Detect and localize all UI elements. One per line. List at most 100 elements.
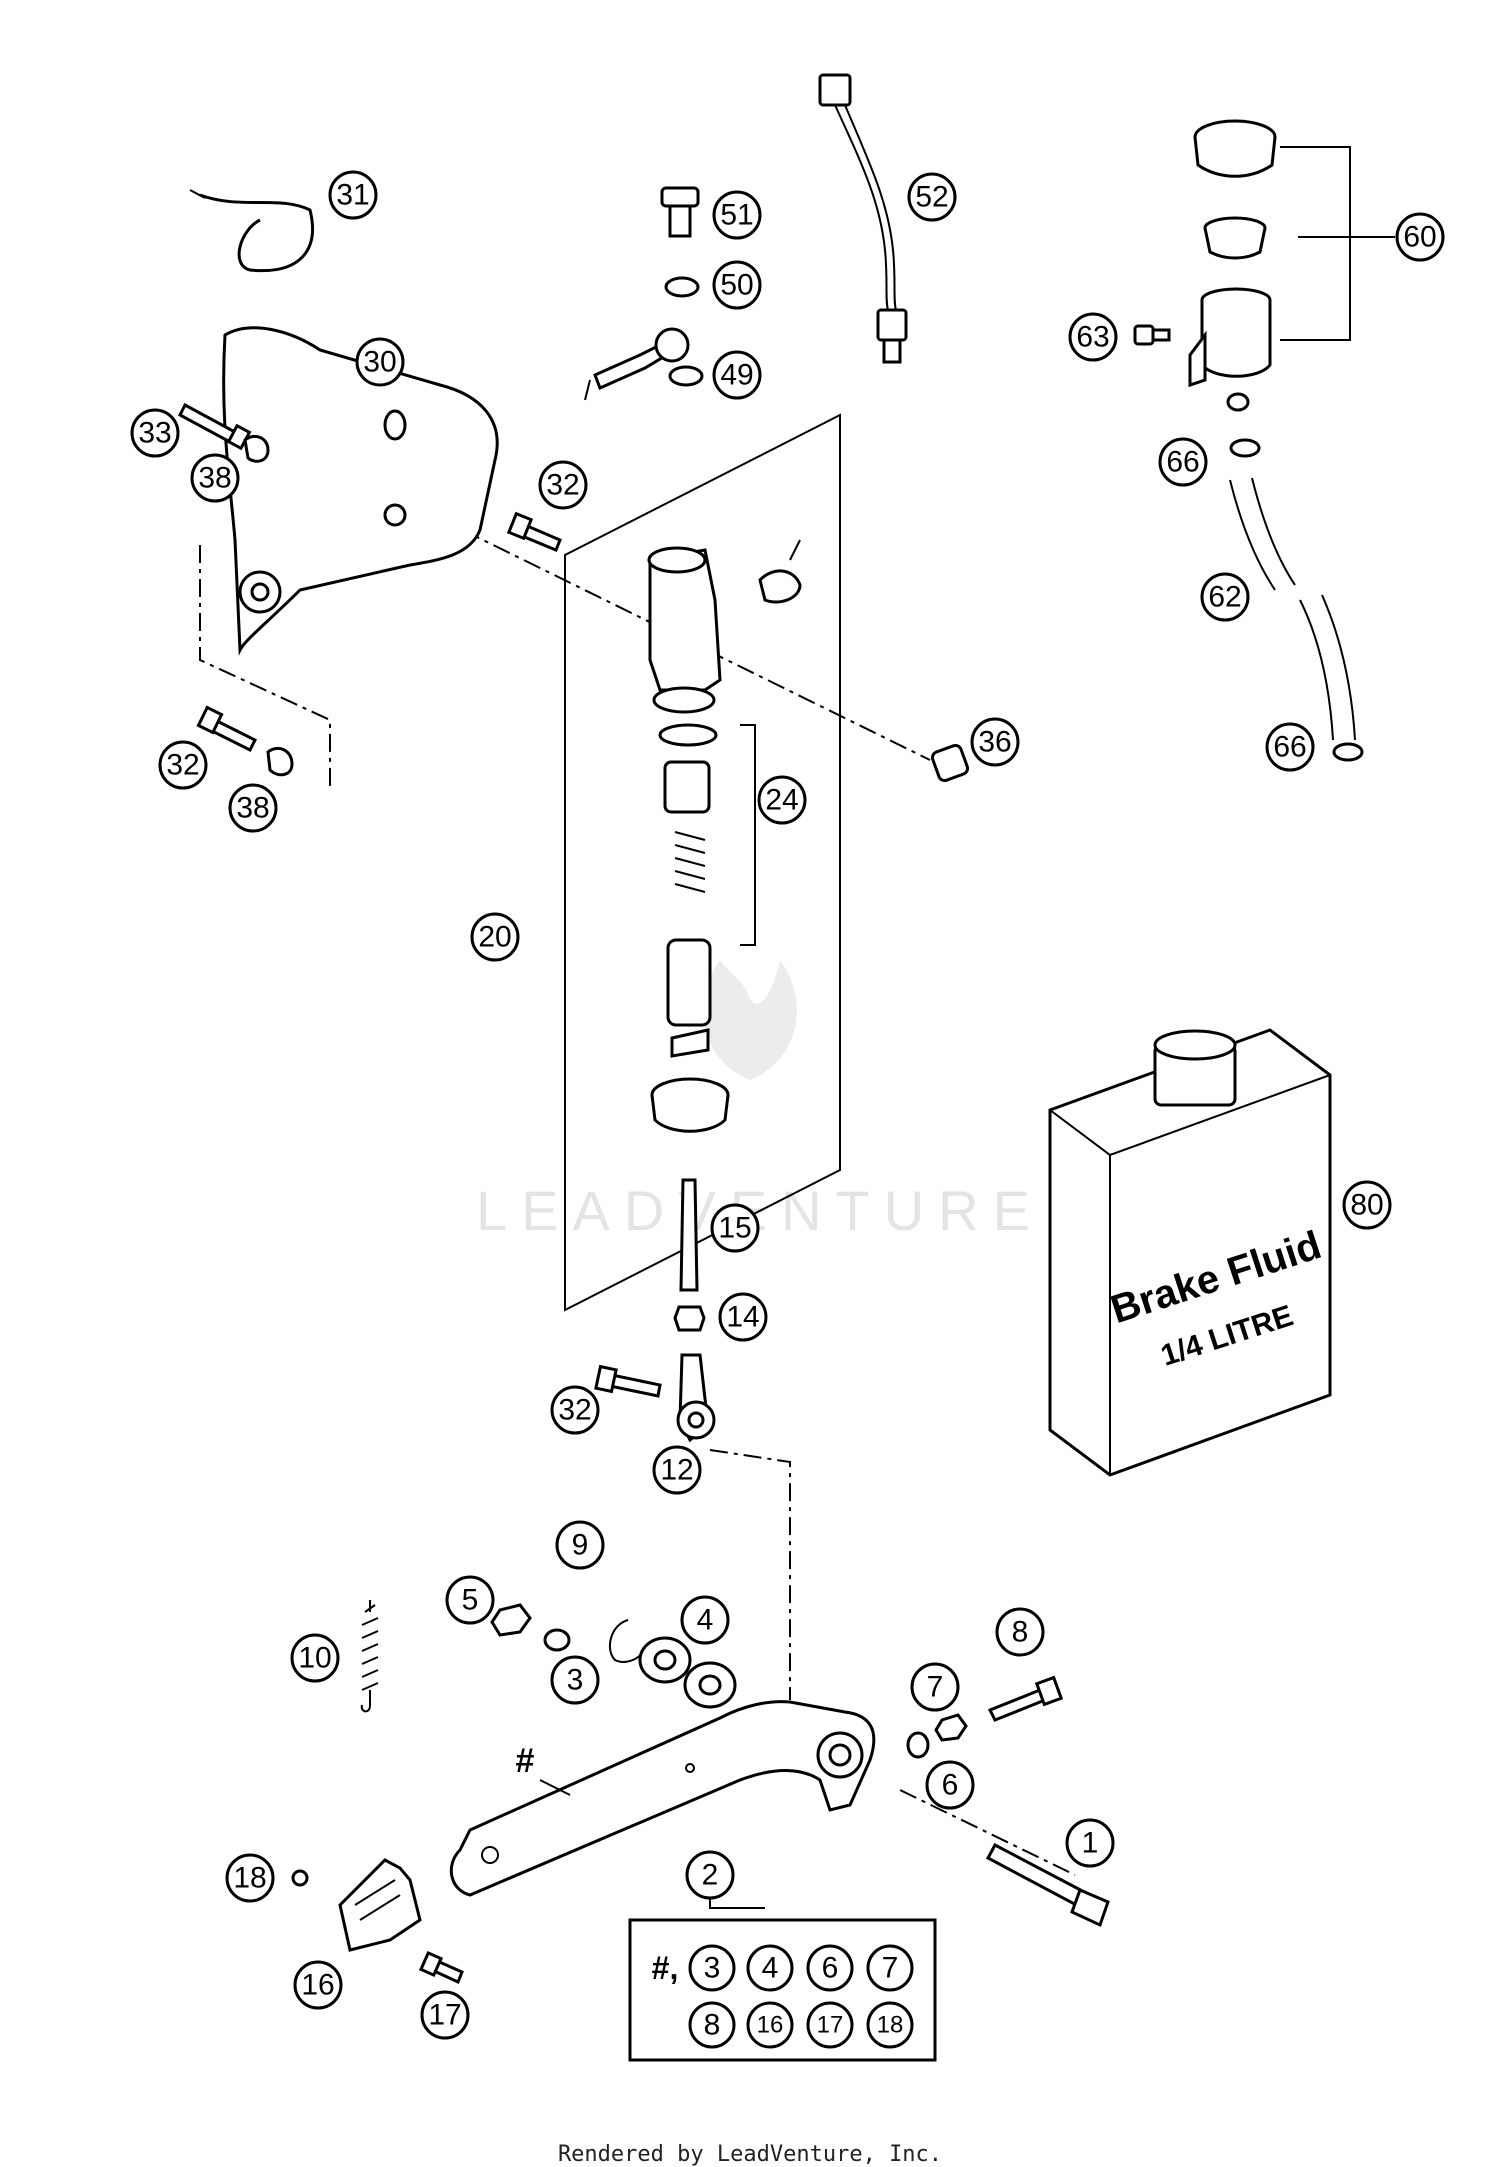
svg-text:20: 20 <box>478 921 511 954</box>
brake-line-fitting-part <box>584 327 690 401</box>
callout-31: 31 <box>328 170 378 220</box>
svg-text:17: 17 <box>428 1999 461 2032</box>
kit-item-3: 3 <box>688 1944 736 1992</box>
svg-text:52: 52 <box>915 181 948 214</box>
screw-63-part <box>1133 324 1171 346</box>
svg-text:24: 24 <box>765 784 798 817</box>
svg-text:31: 31 <box>336 179 369 212</box>
svg-text:3: 3 <box>567 1664 584 1697</box>
callout-62: 62 <box>1200 572 1250 622</box>
lever-marker: # <box>516 1742 535 1780</box>
svg-text:51: 51 <box>720 199 753 232</box>
kit-item-4: 4 <box>746 1944 794 1992</box>
bearing-4b-part <box>683 1661 737 1709</box>
callout-36: 36 <box>970 717 1020 767</box>
svg-text:18: 18 <box>233 1862 266 1895</box>
brake-lever-part: # <box>449 1700 876 1897</box>
callout-33: 33 <box>130 408 180 458</box>
reservoir-body-part <box>1188 287 1272 412</box>
callout-63: 63 <box>1068 312 1118 362</box>
callout-1: 1 <box>1065 1818 1115 1868</box>
svg-text:8: 8 <box>704 2009 721 2042</box>
svg-text:66: 66 <box>1273 731 1306 764</box>
cylinder-internals-part <box>650 723 730 1133</box>
svg-text:66: 66 <box>1166 446 1199 479</box>
kit-item-17: 17 <box>806 2001 854 2049</box>
svg-text:60: 60 <box>1403 221 1436 254</box>
nut-5-part <box>490 1603 532 1637</box>
kit-item-8: 8 <box>688 2001 736 2049</box>
callout-12: 12 <box>652 1445 702 1495</box>
pedal-tip-16-part <box>338 1858 422 1952</box>
svg-text:7: 7 <box>882 1952 899 1985</box>
circlip-3-part <box>608 1619 646 1663</box>
clamp-66-upper-part <box>1229 438 1261 458</box>
footer-credit: Rendered by LeadVenture, Inc. <box>557 2142 943 2167</box>
spring-10-part <box>360 1600 379 1713</box>
callout-6: 6 <box>925 1760 975 1810</box>
guard-plate-part <box>222 326 499 656</box>
bolt-17-part <box>418 1950 464 1985</box>
clevis-12-part <box>676 1353 716 1443</box>
callout-49: 49 <box>712 350 762 400</box>
bolt-32-middle-part <box>506 511 562 552</box>
svg-text:63: 63 <box>1076 321 1109 354</box>
callout-80: 80 <box>1342 1180 1392 1230</box>
kit-prefix: #, <box>652 1950 679 1986</box>
grommet-36-part <box>930 743 970 783</box>
callout-50: 50 <box>712 260 762 310</box>
reservoir-diaphragm-part <box>1203 216 1267 260</box>
callout-32-left: 32 <box>158 740 208 790</box>
svg-text:32: 32 <box>166 749 199 782</box>
callout-52: 52 <box>907 172 957 222</box>
callout-20: 20 <box>470 912 520 962</box>
callout-38-upper: 38 <box>190 453 240 503</box>
svg-text:62: 62 <box>1208 581 1241 614</box>
svg-text:30: 30 <box>363 346 396 379</box>
svg-text:1: 1 <box>1082 1827 1099 1860</box>
washer-49-part <box>668 365 704 387</box>
svg-text:33: 33 <box>138 417 171 450</box>
bolt-32-lower-part <box>594 1364 662 1398</box>
bracket-60 <box>1280 146 1395 341</box>
callout-66-lower: 66 <box>1265 722 1315 772</box>
kit-item-16: 16 <box>746 2001 794 2049</box>
kit-item-7: 7 <box>866 1944 914 1992</box>
callout-51: 51 <box>712 190 762 240</box>
svg-text:2: 2 <box>702 1859 719 1892</box>
reservoir-cap-part <box>1193 119 1277 178</box>
brake-fluid-bottle-part: Brake Fluid 1/4 LITRE <box>1048 1028 1332 1477</box>
callout-60: 60 <box>1395 212 1445 262</box>
nut-14-part <box>673 1305 706 1332</box>
svg-text:36: 36 <box>978 726 1011 759</box>
svg-text:38: 38 <box>198 462 231 495</box>
callout-18: 18 <box>225 1853 275 1903</box>
callout-32-lower: 32 <box>550 1385 600 1435</box>
pushrod-15-part <box>679 1178 699 1292</box>
svg-text:12: 12 <box>660 1454 693 1487</box>
kit-box: #, 3 4 6 7 8 16 17 18 <box>628 1895 937 2062</box>
watermark: LEADVENTURE <box>476 960 1030 1242</box>
callout-3: 3 <box>550 1655 600 1705</box>
svg-text:4: 4 <box>697 1604 714 1637</box>
callout-15: 15 <box>710 1203 760 1253</box>
callout-32-upper: 32 <box>538 460 588 510</box>
callout-5: 5 <box>445 1575 495 1625</box>
svg-text:80: 80 <box>1350 1189 1383 1222</box>
callout-14: 14 <box>718 1292 768 1342</box>
bearing-4a-part <box>638 1636 692 1684</box>
bolt-32-lower-left-part <box>196 705 258 753</box>
callout-9: 9 <box>555 1520 605 1570</box>
callout-17: 17 <box>420 1990 470 2040</box>
svg-text:14: 14 <box>726 1301 759 1334</box>
nut-18-part <box>291 1869 309 1887</box>
svg-text:17: 17 <box>817 2012 844 2039</box>
callout-4: 4 <box>680 1595 730 1645</box>
washer-6-part <box>906 1731 930 1759</box>
nut-38-lower-part <box>266 747 294 777</box>
svg-text:6: 6 <box>822 1952 839 1985</box>
callout-24: 24 <box>757 775 807 825</box>
svg-text:18: 18 <box>877 2012 904 2039</box>
clamp-66-lower-part <box>1332 742 1364 762</box>
